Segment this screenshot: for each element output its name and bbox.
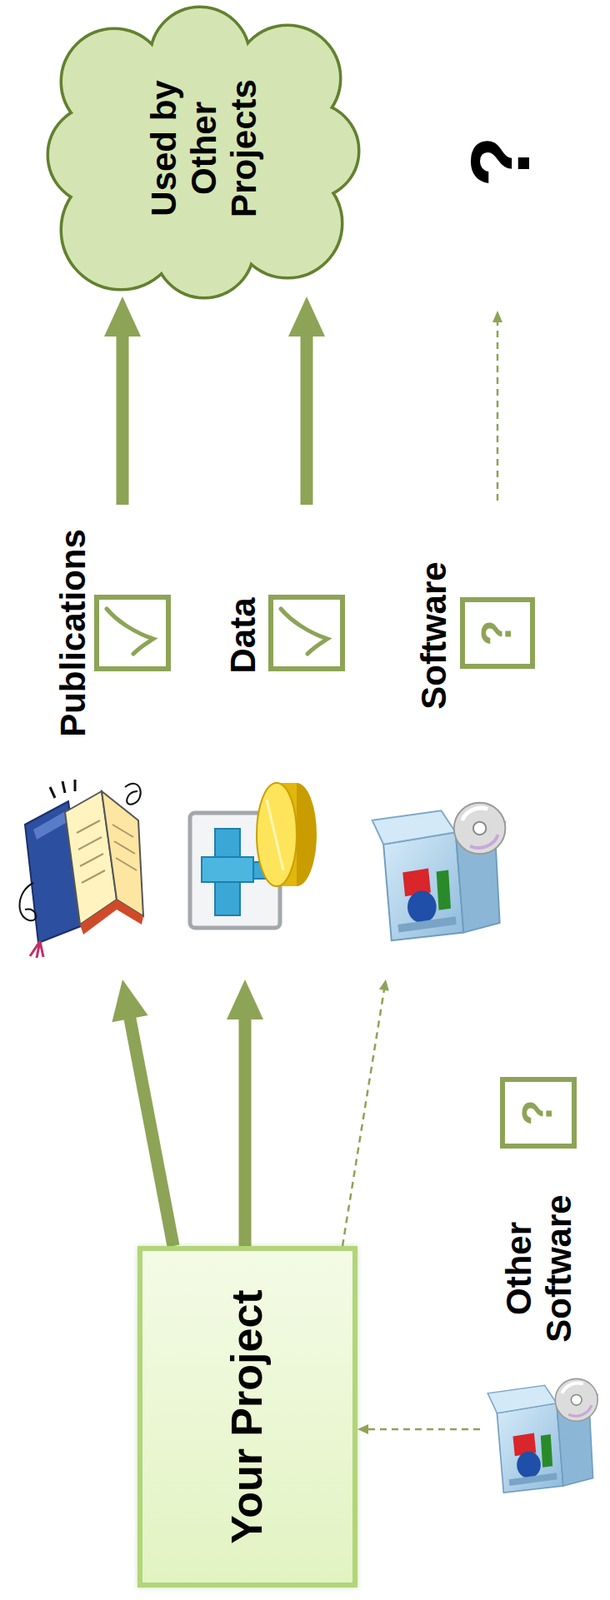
- flow-arrow: [288, 296, 325, 505]
- check-box-part: [106, 609, 154, 655]
- publications-icon-part: [125, 784, 141, 805]
- publications-icon-part: [112, 825, 137, 871]
- dashed-arrow-part: [496, 320, 500, 501]
- check-box-part: [280, 609, 328, 655]
- flow-arrow-part: [111, 980, 148, 1023]
- flow-arrow-part: [104, 296, 141, 337]
- node-label: Software: [414, 561, 455, 710]
- check-box: [270, 597, 343, 670]
- flow-arrow: [226, 980, 264, 1247]
- check-box: [96, 597, 169, 670]
- dashed-arrow: [492, 310, 503, 501]
- flow-arrow-part: [116, 332, 130, 505]
- node-label: Your Project: [222, 1290, 273, 1545]
- flow-arrow-part: [239, 1015, 252, 1247]
- publications-icon-part: [50, 780, 75, 799]
- node-label: ?: [514, 1100, 563, 1127]
- flow-arrow-part: [288, 296, 325, 337]
- data-icon-part: [266, 800, 284, 871]
- data-item: Data: [189, 505, 319, 980]
- node-label: Other Software: [499, 1195, 580, 1343]
- node-label: Publications: [53, 529, 94, 738]
- node-label: Used by Other Projects: [144, 52, 265, 245]
- dashed-arrow: [342, 980, 390, 1247]
- dashed-arrow-part: [357, 1425, 369, 1435]
- node-label: ?: [473, 620, 522, 647]
- publications-item: Publications: [15, 505, 170, 980]
- publications-icon-part: [20, 883, 37, 921]
- question-box: ?: [460, 597, 535, 670]
- flow-arrow: [104, 296, 141, 505]
- data-icon-part: [215, 829, 240, 858]
- flow-arrow-part: [226, 980, 264, 1020]
- flow-arrow-part: [129, 1015, 174, 1247]
- data-icon: [190, 783, 317, 929]
- flow-arrow: [111, 980, 174, 1247]
- other-software-icon: [487, 1379, 598, 1494]
- question-mark: ?: [452, 135, 549, 187]
- publications-icon: [20, 780, 144, 959]
- cloud-outline-part: [97, 44, 311, 258]
- data-icon-part: [201, 857, 254, 883]
- publications-icon-part: [101, 791, 144, 917]
- data-icon-part: [215, 882, 240, 916]
- node-label: Data: [223, 597, 264, 674]
- publications-icon-part: [80, 900, 144, 935]
- dashed-arrow-part: [342, 990, 385, 1247]
- project-box: Your Project: [137, 1246, 358, 1589]
- publications-icon-part: [76, 820, 105, 884]
- question-box: ?: [500, 1077, 577, 1150]
- cloud-shape: Used by Other Projects: [45, 5, 363, 297]
- check-box-part: [270, 597, 343, 670]
- dashed-arrow-part: [379, 980, 390, 992]
- data-icon-part: [256, 783, 297, 887]
- dashed-arrow: [357, 1425, 480, 1435]
- check-box-part: [96, 597, 169, 670]
- software-icon: [372, 803, 506, 941]
- other-software-item: Other Software: [480, 1160, 605, 1503]
- publications-icon-part: [30, 941, 44, 959]
- dashed-arrow-part: [367, 1429, 480, 1432]
- dashed-arrow-part: [492, 310, 503, 323]
- software-item: Software: [362, 505, 458, 980]
- cloud-outline-part: [97, 44, 311, 258]
- flow-arrow-part: [300, 332, 314, 505]
